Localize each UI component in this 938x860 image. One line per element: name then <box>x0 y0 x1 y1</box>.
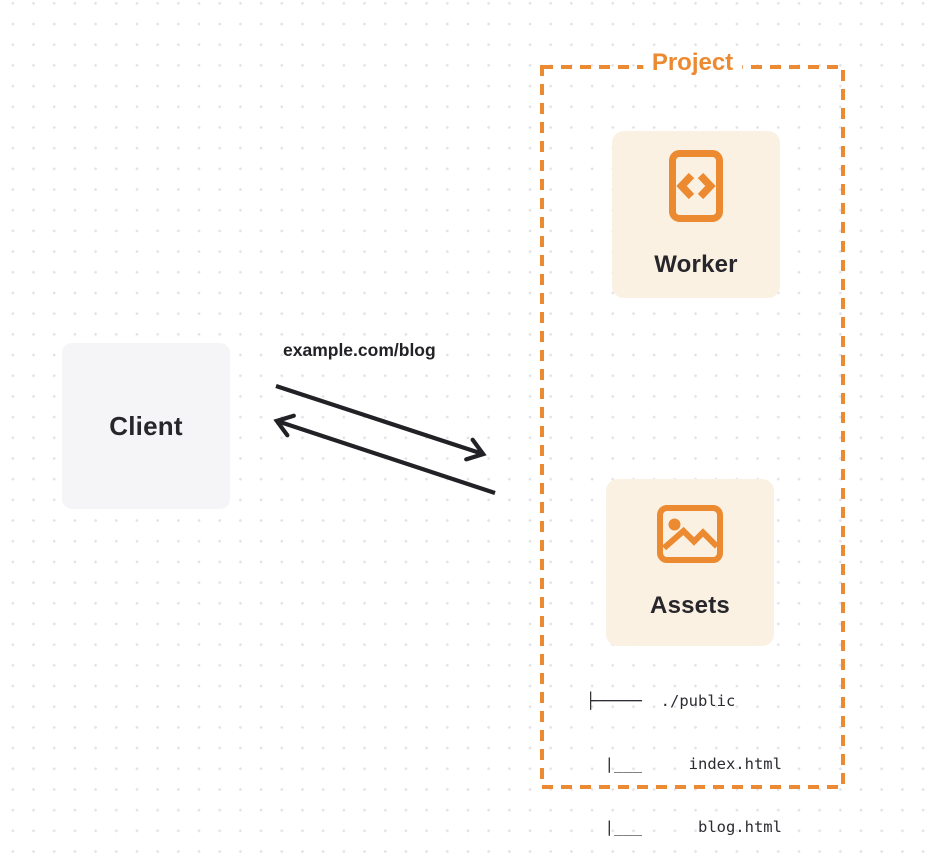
file-tree-line: |___ blog.html <box>586 818 782 836</box>
response-arrow <box>273 413 496 495</box>
assets-label: Assets <box>650 592 730 619</box>
client-node: Client <box>62 343 230 509</box>
request-arrow <box>275 384 487 462</box>
worker-card: Worker <box>612 131 780 298</box>
code-file-icon <box>669 150 723 227</box>
file-tree-line: |___ index.html <box>586 755 782 773</box>
file-tree-line: ├───── ./public <box>586 692 736 710</box>
assets-file-tree: ├───── ./public |___ index.html |___ blo… <box>586 649 782 860</box>
project-label: Project <box>642 49 743 77</box>
client-label: Client <box>109 410 183 441</box>
image-icon <box>657 505 723 568</box>
project-boundary: Project Worker Assets <box>540 49 845 836</box>
worker-label: Worker <box>654 251 738 278</box>
assets-card: Assets <box>606 479 774 646</box>
project-dashed-border <box>540 65 845 789</box>
request-url-label: example.com/blog <box>283 340 436 360</box>
